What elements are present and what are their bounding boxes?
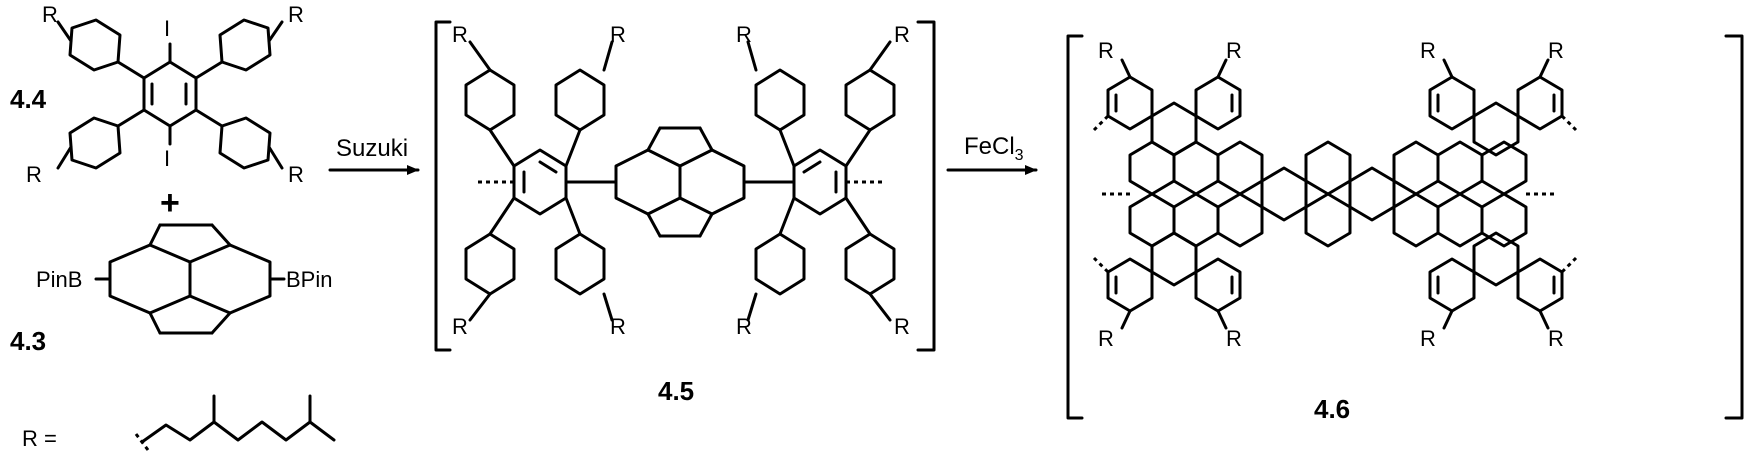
arrow-fecl3: FeCl3 — [946, 133, 1038, 175]
r-label: R — [736, 314, 752, 339]
pinb-label: PinB — [36, 267, 82, 292]
r-label: R — [610, 22, 626, 47]
alkyl-chain — [140, 420, 336, 444]
polymer-bracket-right — [1724, 34, 1744, 420]
aryl-ring-top-left — [68, 18, 122, 72]
arrow-suzuki: Suzuki — [328, 135, 420, 175]
iodo-top-label: I — [164, 16, 170, 41]
r-label: R — [452, 22, 468, 47]
r-label: R — [1420, 326, 1436, 351]
graphene-nanoribbon-core — [1106, 75, 1564, 313]
r-label: R — [288, 2, 304, 27]
aryl-ring-top-right — [218, 18, 272, 72]
r-label: R — [42, 2, 58, 27]
polymer-bracket-left — [1066, 34, 1084, 420]
r-definition: R = — [22, 394, 336, 451]
r-label: R — [1098, 38, 1114, 63]
r-label: R — [1226, 38, 1242, 63]
r-label: R — [452, 314, 468, 339]
compound-4-4: I I R R R R 4.4 — [10, 2, 304, 187]
arrow-label-suzuki: Suzuki — [336, 135, 408, 162]
polymer-bracket-right — [916, 20, 936, 352]
r-label: R — [288, 162, 304, 187]
compound-number-4-3: 4.3 — [10, 326, 46, 356]
r-label: R — [610, 314, 626, 339]
plus-sign: + — [160, 184, 180, 222]
r-label: R — [1548, 326, 1564, 351]
pyrene-core — [108, 223, 272, 335]
compound-4-6: R R R R R R R R 4.6 — [1066, 34, 1744, 424]
arrow-label-fecl3: FeCl3 — [964, 133, 1024, 164]
r-label: R — [1420, 38, 1436, 63]
r-label: R — [1226, 326, 1242, 351]
iodo-bottom-label: I — [164, 146, 170, 171]
r-label: R — [736, 22, 752, 47]
compound-4-3: PinB BPin 4.3 — [10, 223, 332, 356]
r-label: R — [894, 314, 910, 339]
aryl-ring-bottom-right — [218, 116, 272, 170]
r-label: R — [26, 162, 42, 187]
r-definition-label: R = — [22, 426, 57, 451]
compound-number-4-6: 4.6 — [1314, 394, 1350, 424]
polymer-bracket-left — [434, 20, 452, 352]
r-label: R — [1098, 326, 1114, 351]
bpin-label: BPin — [286, 267, 332, 292]
r-label: R — [894, 22, 910, 47]
compound-number-4-4: 4.4 — [10, 84, 47, 114]
aryl-ring-bottom-left — [68, 116, 122, 170]
compound-number-4-5: 4.5 — [658, 376, 694, 406]
compound-4-5: R R R R R R — [434, 20, 936, 406]
r-label: R — [1548, 38, 1564, 63]
central-benzene-ring — [142, 60, 198, 128]
